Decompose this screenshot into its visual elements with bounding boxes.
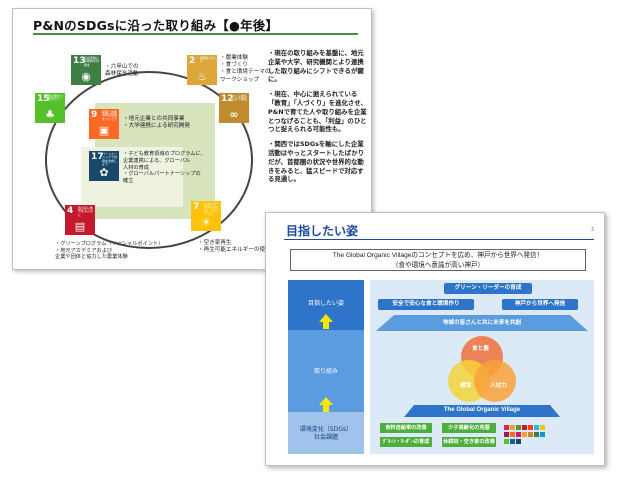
sdg-tile-17: 17 パートナーシップで目標を達成しよう ✿ xyxy=(89,151,119,181)
left-label-issues-2: 社会課題 xyxy=(313,434,338,441)
eye-globe-icon: ◉ xyxy=(81,70,91,83)
label-goal17: ・子ども教育領域のプログラムに、 企業連携による、グローバル 人材の育成 ・グロ… xyxy=(123,151,206,185)
arrow-up-icon xyxy=(319,314,333,322)
arrow-stem xyxy=(323,405,329,412)
label-goal7: ・空き家再生 ・再生可能エネルギーの使用 xyxy=(198,240,271,254)
book-icon: ▤ xyxy=(74,220,86,233)
concept-line-1: The Global Organic Villageのコンセプトを広め、神戸から… xyxy=(332,252,544,259)
village-banner xyxy=(404,405,560,417)
left-block-issues: 環境変化（SDGs） 社会課題 xyxy=(288,412,364,454)
venn-diagram xyxy=(448,336,516,402)
pill-kobe-world: 神戸から世界へ発信 xyxy=(502,299,578,310)
sdg-tile-2: 2 飢餓をゼロに ♨ xyxy=(187,55,217,85)
left-label-issues-1: 環境変化（SDGs） xyxy=(299,426,353,433)
label-goal4: ・グリーンプログラム（ソーシャルポイント） ・地元アカデミアおよび 企業や団体と… xyxy=(55,241,164,261)
sdg-tile-13: 13 気候変動に具体的な対策を ◉ xyxy=(71,55,101,85)
note-2: ・現在、中心に据えられている「教育」「人づくり」を進化させ、P&Nで育てた人や取… xyxy=(268,90,368,134)
sdg-tile-15: 15 陸の豊かさも守ろう ♣ xyxy=(35,93,65,123)
slide2-title-rule xyxy=(284,239,594,240)
sdg-tile-4: 4 質の高い教育をみんなに ▤ xyxy=(65,205,95,235)
sdg-tile-12: 12 つくる責任つかう責任 ∞ xyxy=(219,93,249,123)
slide2-title: 目指したい姿 xyxy=(286,224,359,238)
label-goal9: ・地元企業との共同事業 ・大学連携による研究開発 xyxy=(123,116,190,130)
cubes-icon: ▣ xyxy=(98,124,110,137)
sdg-tile-7: 7 エネルギーをみんなにそしてクリーンに ☀ xyxy=(191,201,221,231)
note-1: ・現在の取り組みを基盤に、地元企業や大学、研究機関とより連携した取り組みにシフト… xyxy=(268,49,364,84)
label-goal13: ・六甲山での 森林保全活動 xyxy=(105,64,139,78)
note-3: ・関西ではSDGsを軸にした企業活動はやっとスタートしたばかりだが、首都圏の状況… xyxy=(268,140,364,184)
concept-box: The Global Organic Villageのコンセプトを広め、神戸から… xyxy=(290,249,586,271)
pill-green-leader: グリーン・リーダーの育成 xyxy=(444,283,532,294)
tree-icon: ♣ xyxy=(45,108,55,121)
sdg-icons-grid xyxy=(504,425,545,444)
pill-safe-food: 安全で安心な食と環境作り xyxy=(378,299,474,310)
issue-green-leader: ｸﾞﾘｰﾝ・ﾘｰﾀﾞｰの育成 xyxy=(380,437,432,447)
slide1-title-rule xyxy=(33,33,358,35)
left-label-actions: 取り組み xyxy=(313,368,338,375)
label-goal2: ・農業体験 ・食づくり ・食と環境テーマの ワークショップ xyxy=(220,55,271,83)
village-label: The Global Organic Village xyxy=(443,407,521,413)
concept-line-2: （食や環境へ意識が高い神戸） xyxy=(391,261,485,269)
sdg-cycle-ring xyxy=(45,71,253,249)
bowl-icon: ♨ xyxy=(197,70,207,83)
flower-icon: ✿ xyxy=(99,166,109,179)
community-banner xyxy=(376,315,588,331)
slide1-title: P&NのSDGsに沿った取り組み【●年後】 xyxy=(33,18,279,33)
venn-people: 人材力 xyxy=(490,383,507,389)
sun-icon: ☀ xyxy=(201,216,211,229)
page-number: 3 xyxy=(590,227,594,233)
infinity-icon: ∞ xyxy=(229,108,239,121)
sdg-tile-9: 9 産業と技術革新の基盤をつくろう ▣ xyxy=(89,109,119,139)
venn-food: 食と農 xyxy=(472,346,489,352)
slide-sdgs-initiatives: P&NのSDGsに沿った取り組み【●年後】 13 気候変動に具体的な対策を ◉ … xyxy=(12,8,372,270)
venn-env: 環境 xyxy=(460,383,472,389)
issue-aging: 少子高齢化の克服 xyxy=(442,423,496,433)
issue-food-self-sufficiency: 食料自給率の改善 xyxy=(380,423,432,433)
arrow-up-icon xyxy=(319,397,333,405)
issue-fallow-vacant: 休耕田・空き家の改善 xyxy=(442,437,496,447)
slide1-notes: ・現在の取り組みを基盤に、地元企業や大学、研究機関とより連携した取り組みにシフト… xyxy=(268,49,368,190)
community-label: 地域の皆さんと共に未来を共創 xyxy=(442,320,522,326)
arrow-stem xyxy=(323,322,329,329)
left-label-vision: 目指したい姿 xyxy=(307,300,344,307)
slide-vision: 目指したい姿 3 The Global Organic Villageのコンセプ… xyxy=(265,212,605,466)
